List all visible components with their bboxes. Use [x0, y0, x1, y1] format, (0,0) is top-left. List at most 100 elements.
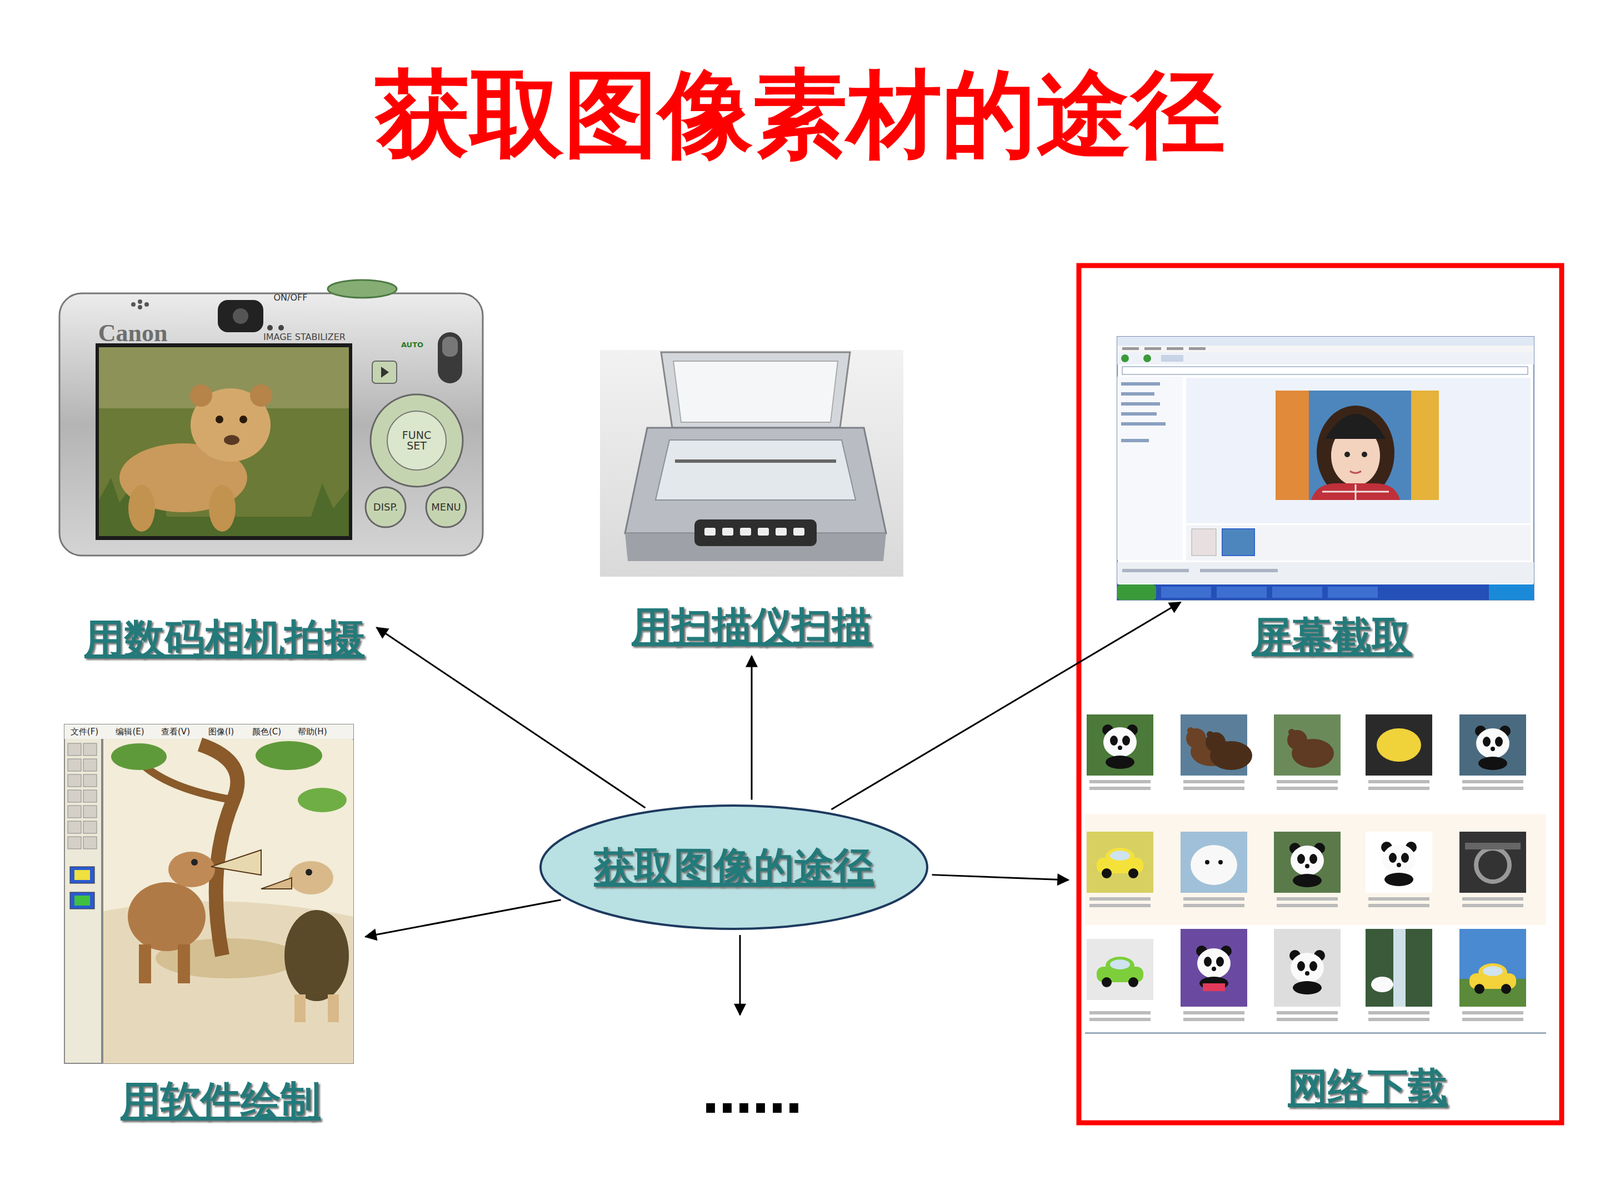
download-thumbnails — [1180, 831, 1248, 893]
paint-window-illustration — [138, 944, 152, 984]
screenshot-illustration — [1344, 451, 1350, 458]
download-thumbnails — [1205, 731, 1253, 770]
download-node: 网络下载 — [1085, 709, 1547, 1112]
download-thumbnails — [1376, 728, 1422, 762]
title-text: 获取图像素材的途径 — [0, 0, 1600, 167]
scanner-illustration — [625, 427, 887, 534]
connector-arrow — [376, 627, 645, 808]
paint-window-illustration — [67, 774, 82, 787]
scanner-illustration — [722, 527, 734, 536]
part-label: FUNC SET — [398, 430, 435, 452]
camera-illustration — [131, 302, 136, 307]
download-thumbnails — [1276, 1011, 1338, 1015]
download-thumbnails — [1462, 897, 1524, 901]
paint-window-illustration — [297, 787, 347, 813]
paint-window-illustration — [67, 743, 97, 849]
screenshot-illustration — [1272, 586, 1323, 598]
scanner-illustration — [704, 527, 716, 536]
download-thumbnails — [1476, 848, 1510, 882]
part-label: 查看(V) — [161, 727, 190, 737]
download-thumbnails — [1085, 1032, 1547, 1034]
scanner-illustration — [675, 459, 837, 463]
part-label: ON/OFF — [273, 292, 308, 303]
download-thumbnails — [1381, 841, 1417, 887]
download-thumbnails — [1089, 903, 1151, 908]
download-thumbnails — [1365, 714, 1433, 776]
download-thumbnails — [1289, 842, 1325, 888]
screenshot-illustration — [1275, 390, 1309, 500]
node-label: 用软件绘制 — [120, 1078, 321, 1123]
download-thumbnails — [1368, 786, 1430, 790]
camera-illustration — [239, 415, 248, 424]
download-thumbnails — [1365, 714, 1433, 776]
paint-window-illustration — [83, 743, 97, 756]
label-anchor: 文件(F) — [70, 727, 99, 737]
download-thumbnails — [1273, 714, 1341, 776]
camera-illustration — [372, 361, 397, 384]
part-label: 图像(I) — [208, 727, 234, 737]
screenshot-illustration — [1327, 586, 1378, 598]
screenshot-illustration — [1325, 413, 1387, 439]
camera-illustration — [95, 343, 353, 540]
part-label: 颜色(C) — [252, 727, 282, 737]
download-thumbnails — [1085, 813, 1547, 925]
paint-window-illustration — [67, 758, 82, 772]
scanner-illustration — [655, 440, 856, 500]
download-thumbnails — [1180, 831, 1248, 893]
paint-window-illustration — [101, 738, 104, 1064]
hub-ellipse: 获取图像的途径 — [538, 803, 929, 931]
paint-window-illustration — [83, 805, 97, 818]
connector-arrow — [932, 875, 1069, 880]
connector-arrow — [751, 656, 753, 800]
download-thumbnails — [1085, 714, 1547, 1034]
paint-window-illustration — [70, 892, 95, 909]
node-label: 网络下载 — [1287, 1065, 1448, 1110]
scanner-node: 用扫描仪扫描 — [600, 350, 904, 651]
paint-window-illustration — [168, 851, 215, 888]
label-anchor: 查看(V) — [161, 727, 190, 737]
node-label: 获取图像的途径 — [593, 845, 874, 889]
connector-arrow — [831, 602, 1181, 810]
screenshot-illustration — [1122, 347, 1139, 350]
download-thumbnails — [1276, 1017, 1338, 1022]
paint-window-illustration — [284, 910, 349, 1002]
part-label: Canon — [98, 320, 168, 347]
paint-window-illustration — [83, 758, 97, 772]
label-anchor: 颜色(C) — [252, 727, 282, 737]
camera-illustration — [426, 487, 467, 528]
label-anchor: MENU — [431, 501, 462, 513]
download-thumbnails — [1462, 786, 1524, 790]
download-thumbnails — [1180, 714, 1253, 776]
download-thumbnails — [1273, 928, 1341, 1007]
camera-illustration — [365, 487, 406, 528]
scanner-illustration — [673, 361, 838, 423]
download-thumbnails — [1089, 786, 1151, 790]
screenshot-illustration — [1161, 355, 1184, 362]
paint-window-illustration — [127, 882, 206, 952]
highlight-frame — [1078, 265, 1562, 1123]
drawing-node: 用软件绘制 — [64, 724, 354, 1125]
download-thumbnails — [1276, 903, 1338, 908]
scanner-illustration — [757, 527, 769, 536]
paint-window-illustration — [74, 870, 90, 880]
camera-illustration — [137, 305, 143, 310]
screenshot-illustration — [1275, 390, 1439, 500]
screenshot-illustration — [1121, 402, 1160, 406]
download-thumbnails — [1368, 780, 1430, 784]
camera-illustration — [387, 411, 447, 470]
node-label: …… — [702, 1067, 803, 1123]
scanner-illustration — [793, 527, 805, 536]
download-thumbnails — [1086, 831, 1154, 893]
download-thumbnails — [1183, 897, 1245, 901]
camera-illustration — [267, 325, 273, 331]
screenshot-illustration — [1161, 586, 1212, 598]
download-thumbnails — [1459, 928, 1527, 1007]
camera-illustration — [437, 332, 463, 384]
screenshot-illustration — [1121, 438, 1149, 443]
screenshot-illustration — [1121, 422, 1166, 426]
download-thumbnails — [1089, 1017, 1151, 1022]
camera-illustration — [98, 347, 349, 537]
label-anchor: IMAGE STABILIZER — [263, 332, 346, 343]
download-thumbnails — [1276, 786, 1338, 790]
